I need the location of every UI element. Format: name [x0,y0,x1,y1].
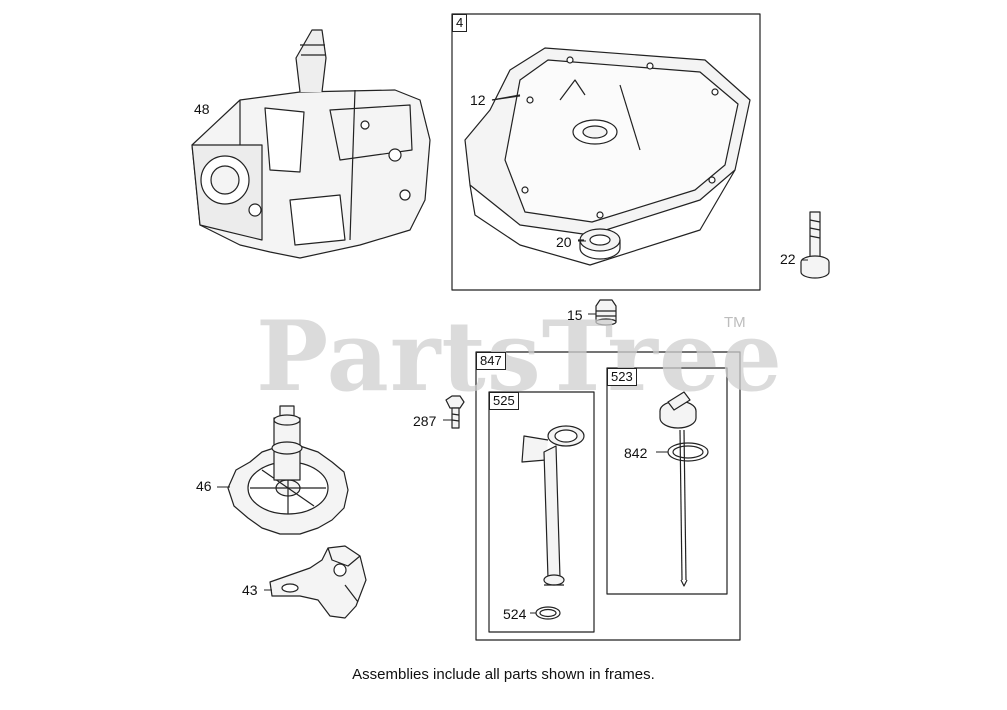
oil-fill-tube-drawing [521,425,585,586]
callout-48: 48 [194,101,210,117]
oil-seal-drawing [578,228,621,260]
crankcase-cover-drawing [464,47,751,266]
frame-4 [451,13,761,291]
callout-20: 20 [556,234,572,250]
callout-22: 22 [780,251,796,267]
callout-12: 12 [470,92,486,108]
dipstick-drawing [659,391,697,587]
frame-tag-847: 847 [476,352,506,370]
callout-842: 842 [624,445,648,461]
diagram-caption: Assemblies include all parts shown in fr… [352,666,655,683]
plug-drawing [595,299,617,326]
frame-847 [475,351,741,641]
frame-tag-525: 525 [489,392,519,410]
cylinder-block-drawing [191,29,431,259]
governor-assembly-drawing [269,545,367,619]
callout-46: 46 [196,478,212,494]
callout-287: 287 [413,413,437,429]
frame-tag-4: 4 [452,14,468,32]
callout-15: 15 [567,307,583,323]
bolt-drawing [800,211,830,279]
callout-43: 43 [242,582,258,598]
frame-525 [488,391,595,633]
screw-drawing [445,395,465,429]
camshaft-gear-drawing [227,405,349,535]
frame-523 [606,367,728,595]
watermark-trademark: TM [724,314,746,331]
frame-tag-523: 523 [607,368,637,386]
callout-524: 524 [503,606,527,622]
